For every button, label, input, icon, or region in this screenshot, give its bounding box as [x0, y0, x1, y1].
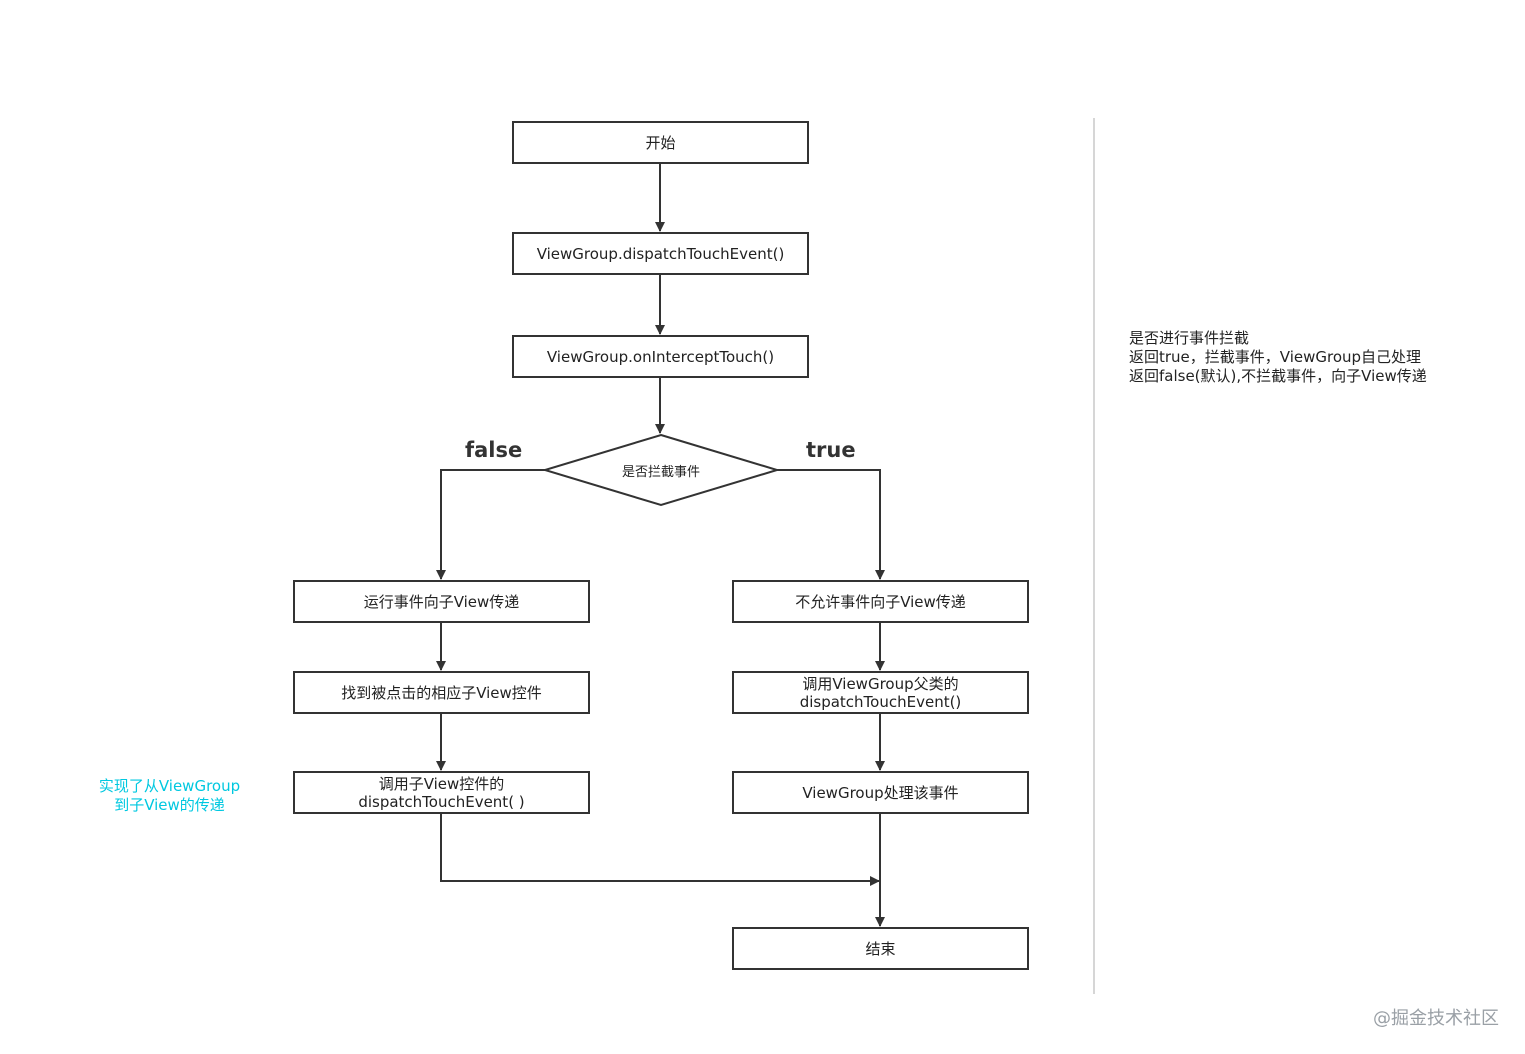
node-handle: ViewGroup处理该事件	[732, 771, 1029, 814]
node-call-parent-line2: dispatchTouchEvent()	[799, 692, 962, 711]
node-call-child-line2: dispatchTouchEvent( )	[358, 792, 525, 811]
node-intercept-label: ViewGroup.onInterceptTouch()	[546, 347, 775, 366]
annotation-line1: 实现了从ViewGroup	[98, 777, 241, 795]
node-start-label: 开始	[645, 133, 676, 152]
arrow-call-child-to-merge	[440, 813, 880, 886]
arrow-false-branch	[436, 469, 545, 580]
false-branch-label: false	[465, 438, 523, 462]
annotation-note: 实现了从ViewGroup 到子View的传递	[92, 777, 247, 815]
note-line2: 返回true，拦截事件，ViewGroup自己处理	[1129, 348, 1422, 366]
node-allow: 运行事件向子View传递	[293, 580, 590, 623]
node-dispatch-label: ViewGroup.dispatchTouchEvent()	[536, 244, 785, 263]
decision-diamond	[541, 433, 781, 507]
node-dispatch: ViewGroup.dispatchTouchEvent()	[512, 232, 809, 275]
node-find-child-label: 找到被点击的相应子View控件	[341, 683, 542, 702]
node-allow-label: 运行事件向子View传递	[363, 592, 520, 611]
vertical-divider	[1093, 118, 1095, 994]
arrow-true-branch	[777, 469, 885, 580]
node-call-child-line1: 调用子View控件的	[378, 774, 505, 793]
note-line3: 返回false(默认),不拦截事件，向子View传递	[1129, 367, 1427, 385]
node-handle-label: ViewGroup处理该事件	[802, 783, 959, 802]
node-call-child: 调用子View控件的 dispatchTouchEvent( )	[293, 771, 590, 814]
node-deny: 不允许事件向子View传递	[732, 580, 1029, 623]
node-deny-label: 不允许事件向子View传递	[795, 592, 966, 611]
node-end-label: 结束	[865, 939, 896, 958]
node-start: 开始	[512, 121, 809, 164]
node-intercept: ViewGroup.onInterceptTouch()	[512, 335, 809, 378]
node-end: 结束	[732, 927, 1029, 970]
node-call-parent: 调用ViewGroup父类的 dispatchTouchEvent()	[732, 671, 1029, 714]
note-line1: 是否进行事件拦截	[1129, 329, 1250, 347]
annotation-line2: 到子View的传递	[114, 796, 225, 814]
intercept-notes: 是否进行事件拦截 返回true，拦截事件，ViewGroup自己处理 返回fal…	[1129, 329, 1427, 386]
watermark: @掘金技术社区	[1373, 1008, 1499, 1029]
decision-label: 是否拦截事件	[621, 465, 700, 480]
node-call-parent-line1: 调用ViewGroup父类的	[802, 674, 959, 693]
node-find-child: 找到被点击的相应子View控件	[293, 671, 590, 714]
true-branch-label: true	[806, 438, 856, 462]
